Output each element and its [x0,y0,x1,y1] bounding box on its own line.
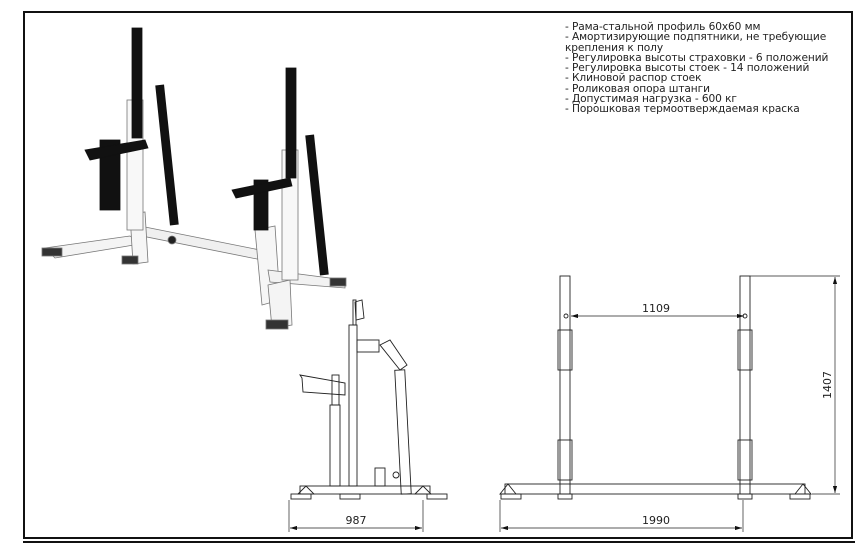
spec-item: - Амортизирующие подпятники, не требующи… [565,31,830,54]
inner-width-dimension: 1109 [642,302,670,315]
dimension-lines [288,275,840,532]
spec-item: - Роликовая опора штанги [565,82,710,95]
front-width-dimension: 1990 [642,514,670,527]
spec-item: - Порошковая термоотверждаемая краска [565,103,800,116]
side-view-drawing [290,299,448,500]
side-depth-dimension: 987 [346,514,367,527]
height-dimension: 1407 [821,371,834,399]
specifications-list: - Рама-стальной профиль 60x60 мм - Аморт… [565,22,855,115]
frame-bottom-line [23,541,855,543]
front-view-drawing [499,275,812,500]
spec-item: - Регулировка высоты страховки - 6 полож… [565,51,829,64]
spec-item: - Допустимая нагрузка - 600 кг [565,93,737,106]
spec-item: - Регулировка высоты стоек - 14 положени… [565,62,810,75]
spec-item: - Рама-стальной профиль 60x60 мм [565,21,761,33]
drawing-frame [23,11,853,539]
spec-item: - Клиновой распор стоек [565,72,702,85]
rack-3d-render [41,27,347,330]
